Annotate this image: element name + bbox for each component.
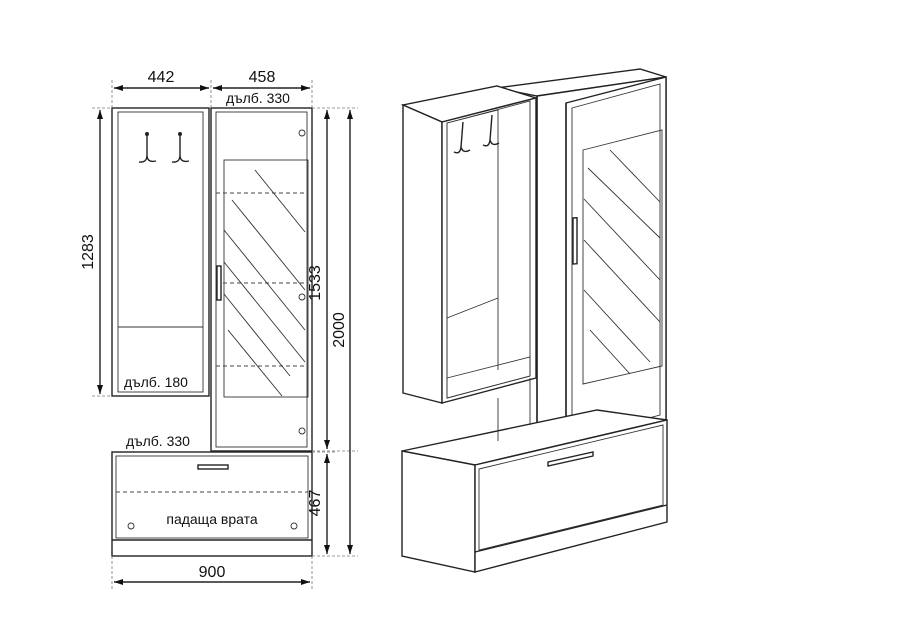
right-glass-cabinet [210, 107, 313, 452]
dim-height-cabinet: 1533 [307, 265, 324, 301]
dim-height-total: 2000 [331, 312, 348, 348]
iso-bench [401, 378, 668, 573]
dim-width-total: 900 [199, 564, 226, 581]
dim-depth-bottom: дълб. 330 [126, 433, 190, 449]
bottom-bench [111, 451, 313, 557]
isometric-view [400, 68, 668, 573]
glass-reflection-lines [223, 169, 306, 397]
drawer-handle [197, 464, 229, 470]
iso-glass-reflection-lines [583, 149, 661, 375]
front-view: 442 458 дълб. 330 1283 1533 2000 дълб. 1… [80, 69, 358, 590]
iso-coat-hook-icon [453, 114, 500, 154]
dim-width-right: 458 [249, 69, 276, 86]
dimension-lines [92, 80, 358, 590]
iso-door-handle [572, 217, 578, 265]
iso-hanger-panel [400, 85, 539, 404]
dim-height-bottom: 467 [307, 490, 324, 517]
iso-drawer-handle [547, 451, 594, 467]
dim-depth-shelf: дълб. 180 [124, 374, 188, 390]
drop-door-label: падаща врата [166, 511, 257, 527]
door-handle [216, 265, 222, 301]
iso-tall-cabinet [495, 68, 667, 445]
dim-depth-top: дълб. 330 [226, 90, 290, 106]
coat-hook-icon [138, 132, 190, 163]
dim-height-left: 1283 [80, 234, 97, 270]
left-hanger-panel [111, 107, 210, 397]
dim-width-left: 442 [148, 69, 175, 86]
